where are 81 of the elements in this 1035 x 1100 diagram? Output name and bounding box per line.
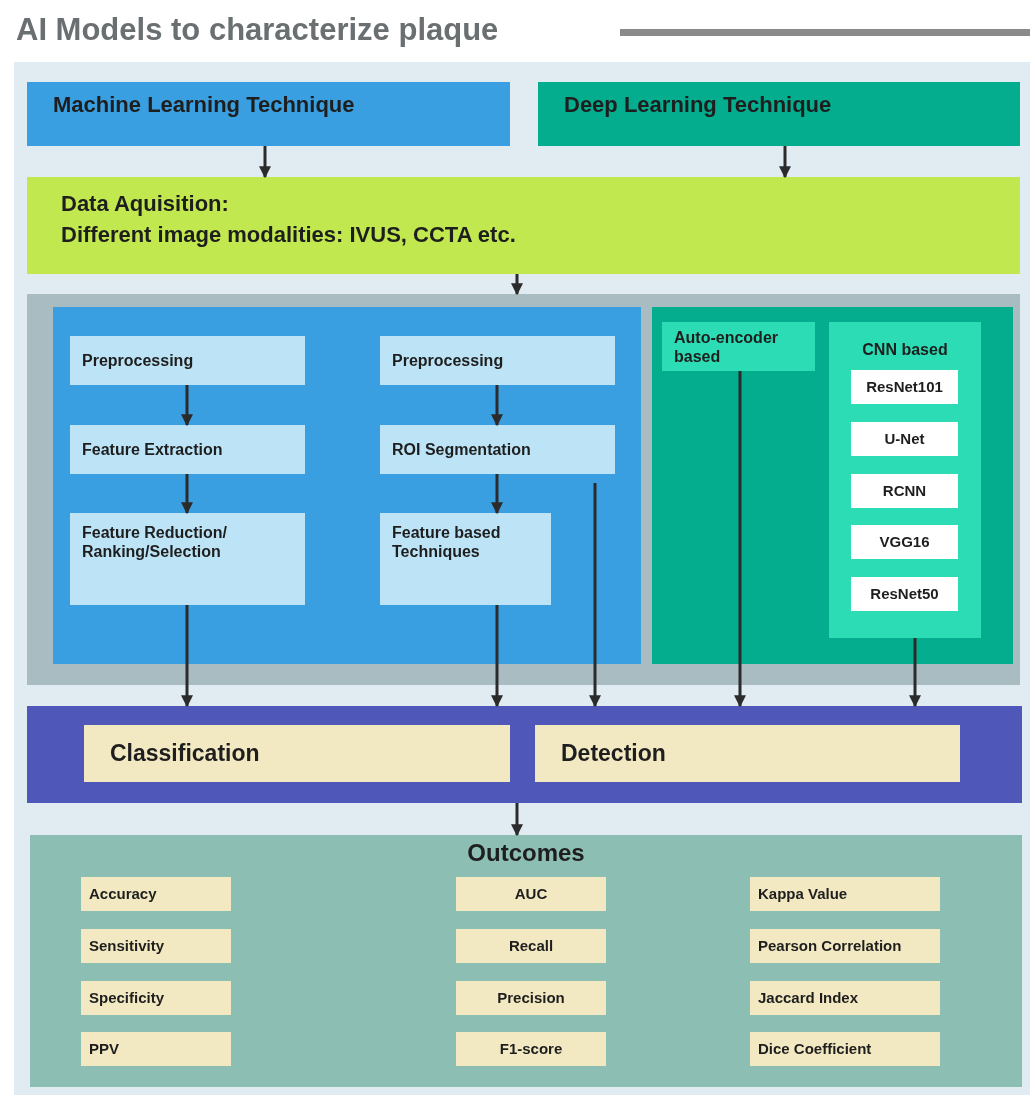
method-box xyxy=(662,322,815,371)
box-label: AUC xyxy=(513,885,549,903)
metric-box xyxy=(456,877,606,911)
box-label: Sensitivity xyxy=(89,937,166,955)
machine-learning-panel xyxy=(53,307,641,664)
arrow xyxy=(259,146,271,179)
model-box xyxy=(851,370,958,404)
box-label: Recall xyxy=(507,937,555,955)
box-label: Preprocessing xyxy=(82,350,195,371)
box-label: U-Net xyxy=(883,430,926,448)
metric-box xyxy=(456,929,606,963)
model-box xyxy=(851,577,958,611)
process-box xyxy=(380,513,551,605)
box-label: Feature based Techniques xyxy=(392,523,502,562)
metric-box xyxy=(750,1032,940,1066)
arrow xyxy=(511,803,523,837)
box-label: Feature Reduction/ Ranking/Selection xyxy=(82,523,228,562)
box-label: Auto-encoder based xyxy=(674,327,779,366)
box-label: ResNet101 xyxy=(865,378,944,396)
process-box xyxy=(380,336,615,385)
arrow xyxy=(491,474,503,515)
arrow xyxy=(589,483,601,708)
outcomes-panel xyxy=(30,835,1022,1087)
box-label: PPV xyxy=(89,1040,120,1058)
model-box xyxy=(851,525,958,559)
technique-box xyxy=(538,82,1020,146)
task-band xyxy=(27,706,1022,803)
box-label: Precision xyxy=(496,989,566,1007)
box-label: Machine Learning Technique xyxy=(53,92,356,119)
arrow xyxy=(181,385,193,427)
box-label: Different image modalities: IVUS, CCTA etc. xyxy=(61,222,516,249)
arrow xyxy=(181,474,193,515)
box-label: Dice Coefficient xyxy=(758,1040,873,1058)
arrow xyxy=(909,638,921,708)
model-box xyxy=(851,422,958,456)
technique-box xyxy=(27,82,510,146)
box-label: Kappa Value xyxy=(758,885,849,903)
box-label: Classification xyxy=(110,739,261,768)
metric-box xyxy=(750,981,940,1015)
group-heading: Outcomes xyxy=(466,839,586,868)
metric-box xyxy=(750,877,940,911)
data-acquisition-box xyxy=(27,177,1020,274)
metric-box xyxy=(81,981,231,1015)
metric-box xyxy=(456,981,606,1015)
box-label: F1-score xyxy=(498,1040,564,1058)
arrow xyxy=(779,146,791,179)
task-box xyxy=(535,725,960,782)
process-box xyxy=(70,336,305,385)
box-label: Deep Learning Technique xyxy=(564,92,833,119)
box-label: Detection xyxy=(561,739,667,768)
diagram-title: AI Models to characterize plaque xyxy=(16,12,499,48)
process-box xyxy=(70,425,305,474)
metric-box xyxy=(81,1032,231,1066)
box-label: Preprocessing xyxy=(392,350,505,371)
metric-box xyxy=(81,877,231,911)
model-box xyxy=(851,474,958,508)
arrow xyxy=(491,605,503,708)
deep-learning-panel xyxy=(652,307,1013,664)
arrow xyxy=(491,385,503,427)
group-heading: CNN based xyxy=(861,340,949,360)
arrow xyxy=(734,371,746,708)
process-box xyxy=(380,425,615,474)
method-group-box xyxy=(829,322,981,638)
box-label: RCNN xyxy=(881,482,928,500)
box-label: Feature Extraction xyxy=(82,439,224,460)
task-box xyxy=(84,725,510,782)
box-label: Jaccard Index xyxy=(758,989,860,1007)
metric-box xyxy=(750,929,940,963)
arrow xyxy=(511,274,523,296)
arrow xyxy=(181,605,193,708)
box-label: Pearson Correlation xyxy=(758,937,903,955)
metric-box xyxy=(456,1032,606,1066)
box-label: ResNet50 xyxy=(869,585,940,603)
box-label: ROI Segmentation xyxy=(392,439,532,460)
box-label: VGG16 xyxy=(878,533,931,551)
box-label: Specificity xyxy=(89,989,166,1007)
box-label: Data Aquisition: xyxy=(61,191,229,218)
section-band xyxy=(27,294,1020,685)
box-label: Accuracy xyxy=(89,885,158,903)
metric-box xyxy=(81,929,231,963)
process-box xyxy=(70,513,305,605)
